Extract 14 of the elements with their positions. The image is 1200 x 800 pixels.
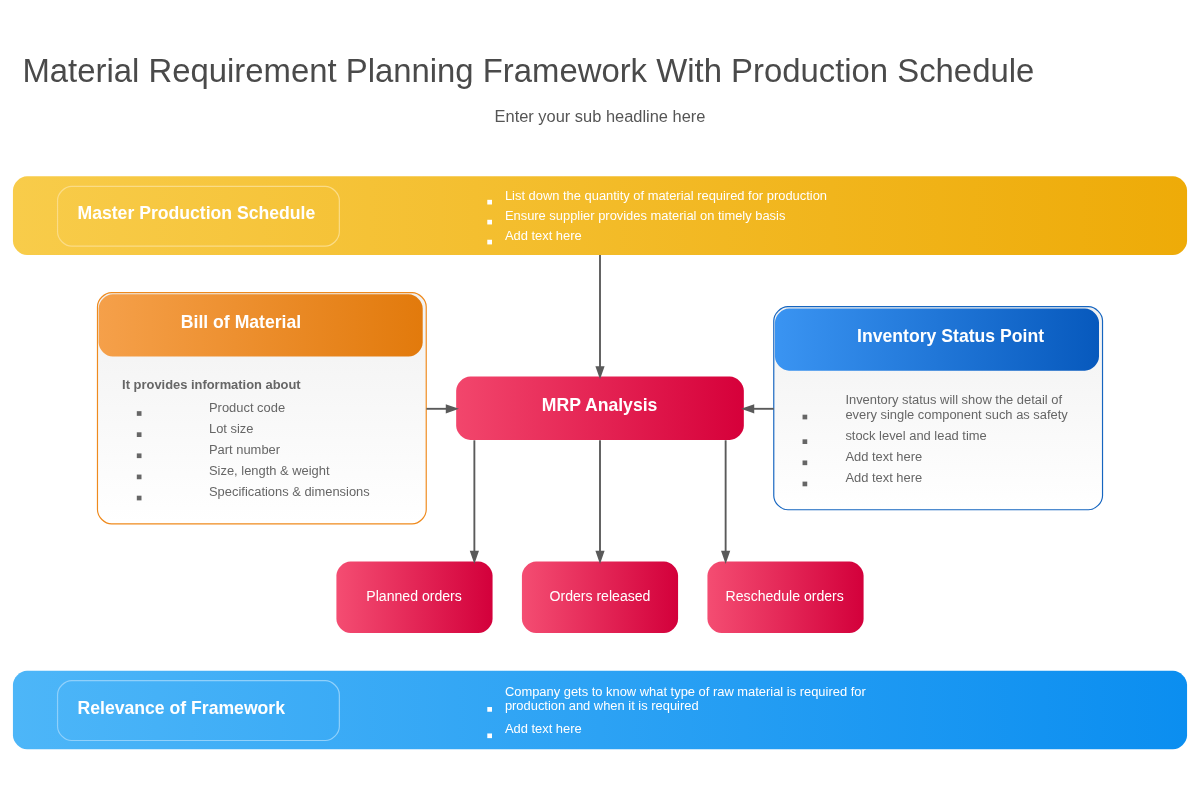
node-box: Master Production Schedule List down the quantity of material required for production Ensure supplier provides material on timely basis Add text here: [12, 176, 1188, 255]
node-box: Planned orders: [336, 561, 493, 634]
node-box: Reschedule orders: [707, 561, 864, 634]
diagram-title: Material Requirement Planning Framework With Production Schedule: [22, 51, 1035, 89]
arrow: [595, 439, 605, 564]
node-box: Orders released: [521, 561, 679, 634]
arrow: [741, 404, 775, 414]
arrow: [425, 404, 459, 414]
label: Enter your sub headline here: [494, 106, 706, 125]
arrow: [595, 254, 605, 380]
arrow: [469, 439, 479, 564]
arrow: [721, 439, 731, 564]
node-box: Relevance of Framework Company gets to know what type of raw material is required for production and when it is required Add text here: [12, 670, 1188, 750]
node-box: MRP Analysis: [456, 376, 744, 440]
